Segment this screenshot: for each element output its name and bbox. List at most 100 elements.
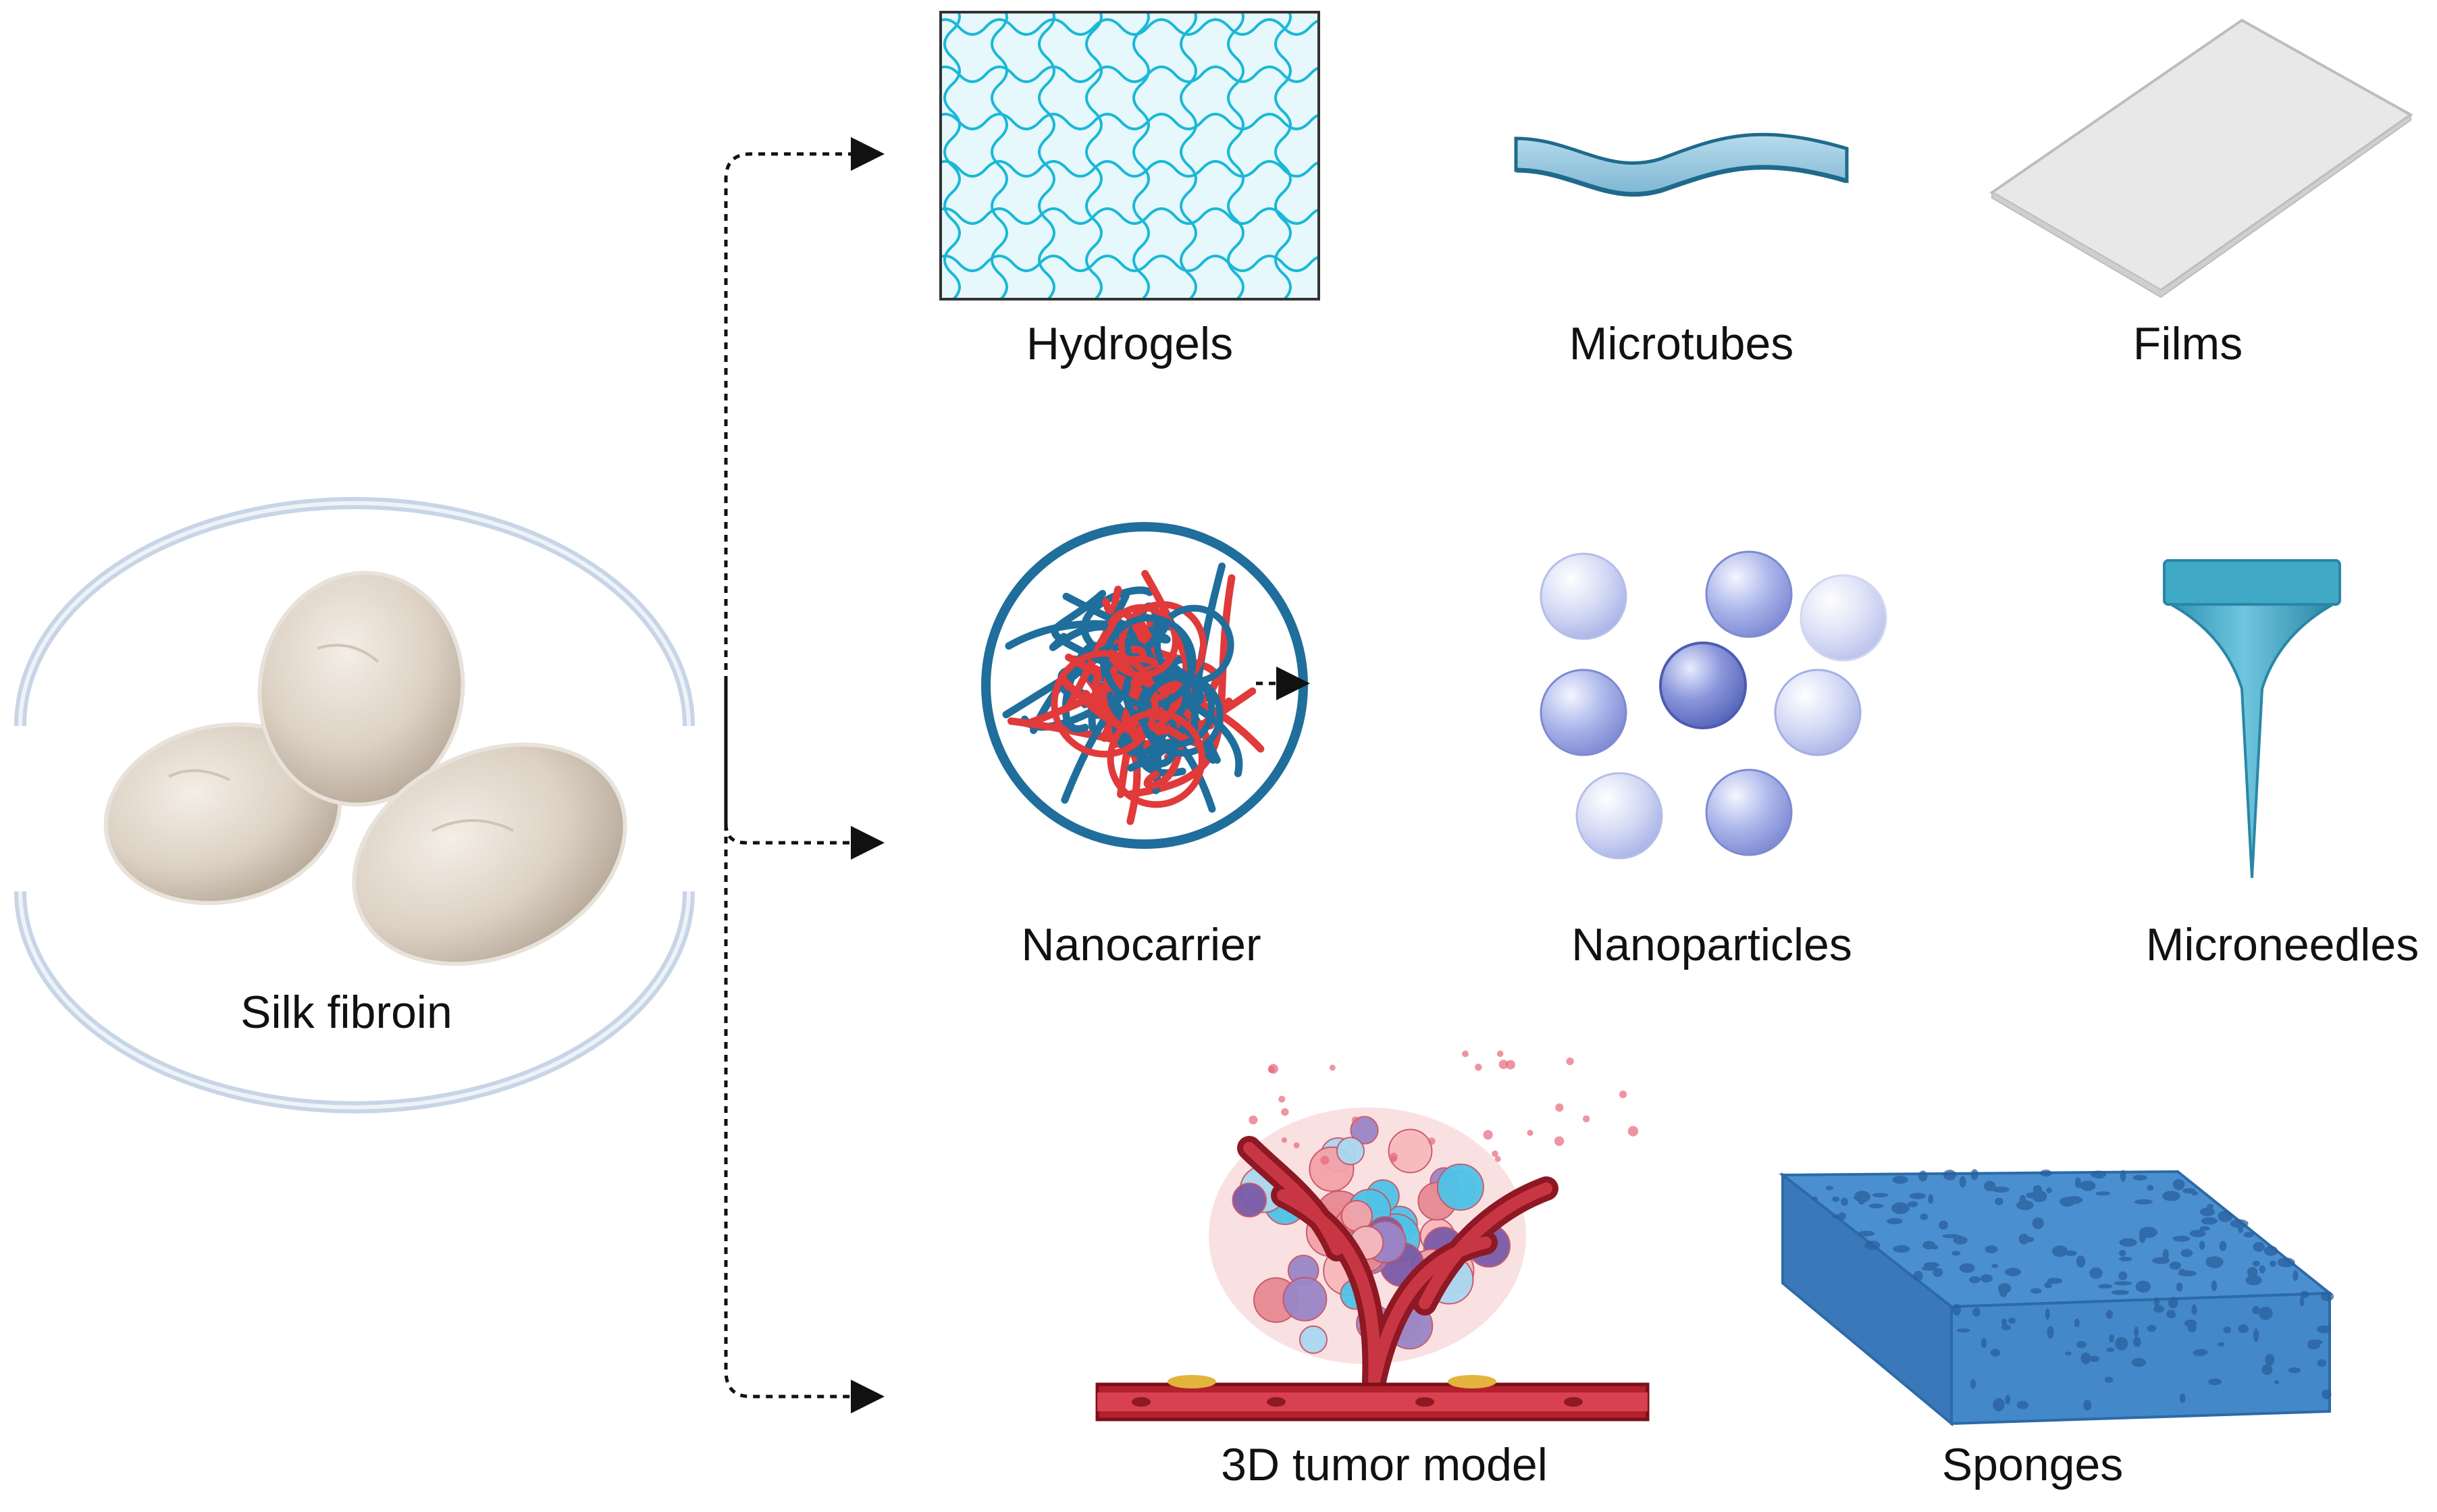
sponge-pore	[2047, 1326, 2054, 1339]
sponge-pore	[2119, 1238, 2137, 1247]
source-label: Silk fibroin	[240, 987, 452, 1038]
sponge-pore	[2176, 1282, 2183, 1292]
sponge-pore	[2259, 1265, 2266, 1274]
sponge-pore	[1928, 1194, 1934, 1204]
sponge-pore	[2115, 1336, 2128, 1351]
sponge-pore	[1838, 1211, 1846, 1221]
sponge-pore	[1913, 1270, 1923, 1282]
sponge-pore	[1984, 1180, 1996, 1191]
nanocarrier-loop	[1107, 709, 1206, 808]
sponge-pore	[2030, 1288, 2042, 1294]
sponge-pore	[2147, 1184, 2154, 1191]
sponge-pore	[1997, 1283, 2012, 1294]
hydrogel-wave-vertical	[1132, 12, 1150, 299]
tumor-model-icon	[1095, 1050, 1650, 1422]
silk-cocoons-icon	[103, 571, 627, 966]
sponge-pore	[2135, 1280, 2151, 1293]
hydrogel-wave-horizontal	[941, 255, 1319, 272]
sponge-pore	[2322, 1389, 2332, 1399]
tumor-particle	[1483, 1130, 1493, 1140]
sponge-pore	[2277, 1257, 2295, 1268]
nanocarrier-loop	[1118, 601, 1207, 690]
sponge-pore	[1953, 1236, 1968, 1245]
sponge-pore	[1858, 1230, 1875, 1236]
tumor-particle	[1390, 1155, 1397, 1163]
sponge-pore	[1841, 1197, 1849, 1206]
sponge-pore	[1909, 1193, 1927, 1199]
sponge-pore	[2089, 1267, 2103, 1279]
product-label-microtubes: Microtubes	[1569, 318, 1794, 369]
sponge-pore	[2016, 1200, 2034, 1210]
sponge-pore	[2074, 1318, 2080, 1328]
tumor-particle	[1554, 1136, 1565, 1146]
tumor-particle	[1249, 1115, 1258, 1125]
tumor-particle	[1329, 1064, 1336, 1071]
sponge-pore	[2317, 1326, 2322, 1332]
sponge-pore	[1985, 1245, 1998, 1253]
sponge-pore	[2288, 1367, 2301, 1374]
tumor-particle	[1506, 1060, 1515, 1070]
sponge-pore	[2131, 1358, 2146, 1367]
nanocarrier-loop	[1051, 650, 1159, 758]
sponge-pore	[1943, 1170, 1957, 1180]
sponge-pore	[1956, 1328, 1970, 1333]
tumor-particle	[1566, 1057, 1574, 1066]
tumor-particle	[1582, 1115, 1590, 1122]
sponge-pore	[2089, 1355, 2100, 1362]
sponge-pore	[2253, 1328, 2259, 1342]
sponge-pore	[1951, 1251, 1961, 1256]
hydrogel-wave-vertical	[1085, 12, 1103, 299]
product-label-nanoparticles: Nanoparticles	[1571, 919, 1852, 970]
nanocarrier-strand	[1080, 586, 1154, 655]
hydrogel-wave-vertical	[1038, 12, 1055, 299]
sponge-pore	[2080, 1180, 2096, 1191]
sponge-pore	[1980, 1274, 1993, 1283]
sponge-pore	[1918, 1170, 1928, 1182]
sponge-pore	[2074, 1177, 2081, 1189]
sponge-pore	[1858, 1198, 1865, 1205]
sponge-pore	[2252, 1260, 2260, 1267]
microtube-icon	[1514, 132, 1849, 197]
sponge-pore	[2223, 1326, 2232, 1334]
sponge-pore	[1931, 1245, 1939, 1250]
sponge-pore	[2065, 1351, 2072, 1356]
hydrogel-wave-vertical	[1323, 3, 1338, 328]
sponge-pore	[2191, 1304, 2197, 1315]
sponge-pore	[2258, 1307, 2273, 1320]
sponge-pore	[2119, 1249, 2126, 1257]
product-label-sponges: Sponges	[1941, 1439, 2124, 1490]
sponge-pore	[2105, 1309, 2114, 1320]
sponge-pore	[1864, 1241, 1881, 1250]
film-sheet-icon	[1989, 18, 2413, 298]
sponge-pore	[1920, 1213, 1929, 1220]
tumor-particle	[1496, 1050, 1504, 1058]
nanocarrier-strand	[1060, 677, 1183, 737]
sponge-pore	[2245, 1275, 2262, 1286]
hydrogel-wave-vertical	[1274, 12, 1292, 299]
sponge-pore	[2134, 1199, 2153, 1205]
sponge-pore	[1990, 1349, 2000, 1357]
sponge-pore	[2243, 1232, 2254, 1238]
sponge-pore	[2219, 1241, 2227, 1251]
sponge-pore	[2184, 1320, 2197, 1327]
silk-fibroin-group	[14, 497, 695, 1114]
sponge-pore	[2083, 1400, 2092, 1411]
tumor-particle	[1462, 1050, 1469, 1058]
sponge-pore	[1952, 1303, 1962, 1316]
sponge-pore	[2172, 1235, 2191, 1242]
sponge-pore	[2064, 1196, 2083, 1204]
tumor-particle	[1351, 1116, 1359, 1124]
nanoparticles-icon	[1540, 550, 1887, 860]
sponge-pore	[2008, 1318, 2016, 1324]
sponge-pore	[1868, 1203, 1884, 1209]
sponge-pore	[2001, 1324, 2011, 1330]
sponge-pore	[2005, 1394, 2011, 1405]
sponge-pore	[1921, 1266, 1937, 1271]
sponge-pore	[2247, 1267, 2258, 1278]
tumor-particle	[1320, 1155, 1330, 1165]
sponge-pore	[2047, 1278, 2063, 1284]
tumor-particle	[1293, 1142, 1300, 1149]
hydrogel-wave-vertical	[991, 12, 1008, 299]
sponge-pore	[2317, 1359, 2327, 1367]
